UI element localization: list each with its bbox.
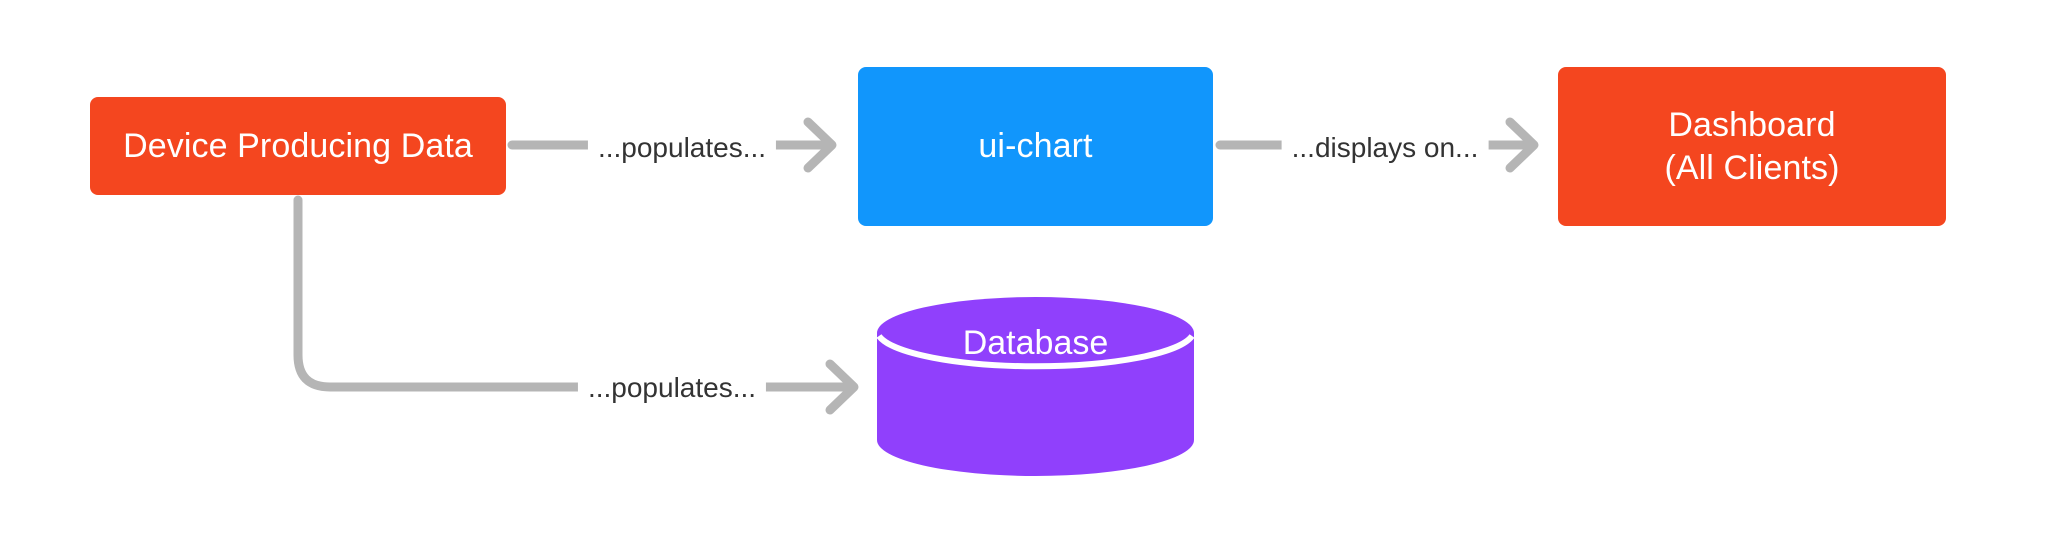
node-dashboard[interactable]: Dashboard (All Clients)	[1558, 67, 1946, 226]
database-cylinder-icon	[877, 297, 1194, 476]
node-ui-chart[interactable]: ui-chart	[858, 67, 1213, 226]
node-device-label: Device Producing Data	[123, 126, 473, 165]
node-device-producing-data[interactable]: Device Producing Data	[90, 97, 506, 195]
node-database[interactable]: Database	[877, 297, 1194, 476]
node-dashboard-label-line2: (All Clients)	[1664, 148, 1840, 187]
edge-device-to-database	[293, 195, 859, 415]
node-ui-chart-label: ui-chart	[978, 127, 1093, 166]
node-dashboard-label-line1: Dashboard	[1668, 106, 1836, 144]
edge-label-device-to-ui-chart: ...populates...	[587, 134, 777, 162]
edge-label-ui-chart-to-dashboard: ...displays on...	[1281, 134, 1489, 162]
edge-label-device-to-database: ...populates...	[577, 374, 767, 402]
